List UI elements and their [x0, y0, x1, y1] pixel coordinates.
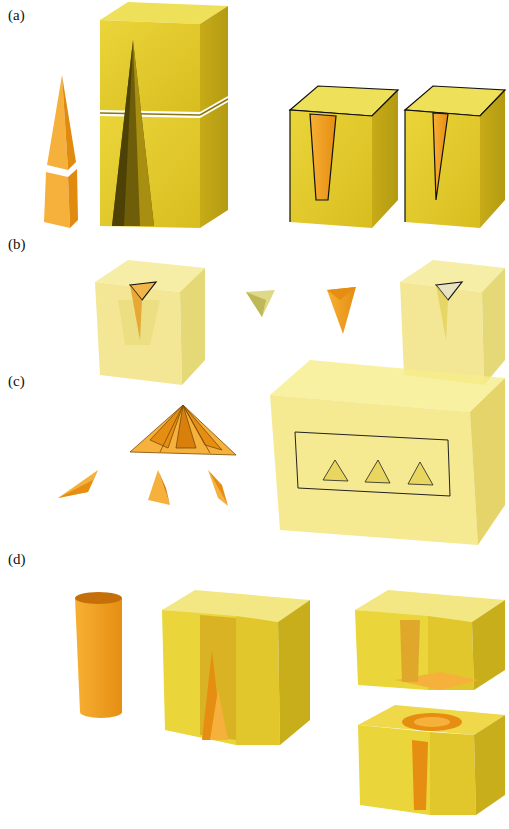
split-pyramid: [44, 75, 78, 228]
cut-cube: [405, 86, 505, 228]
cylinder: [75, 592, 122, 718]
translucent-cube: [400, 260, 505, 385]
tetrahedron: [58, 470, 228, 506]
panel-label: (c): [8, 374, 25, 389]
tetra-cut: [130, 282, 156, 340]
cutaway-block: [162, 590, 310, 745]
split-cutaway-block: [355, 590, 505, 815]
tetrahedron: [246, 287, 356, 334]
panel-label: (d): [8, 552, 26, 567]
tetra-cut: [436, 282, 462, 340]
cut-cube: [290, 86, 398, 228]
translucent-block: [270, 360, 505, 545]
translucent-cube: [95, 260, 205, 385]
panel-label: (b): [8, 237, 26, 252]
pyramid-cluster: [130, 405, 236, 455]
panel-label: (a): [8, 8, 25, 23]
stacked-cubes: [100, 2, 228, 228]
